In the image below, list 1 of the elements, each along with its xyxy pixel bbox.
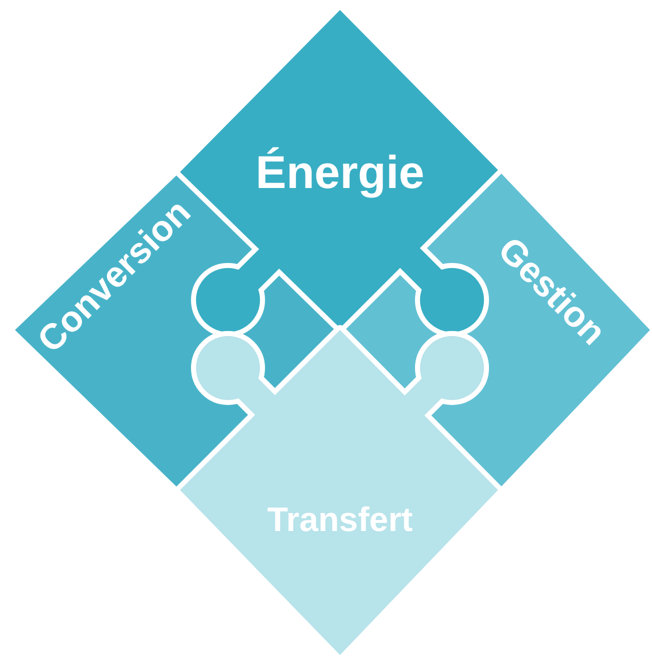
- piece-label: Transfert: [267, 503, 413, 537]
